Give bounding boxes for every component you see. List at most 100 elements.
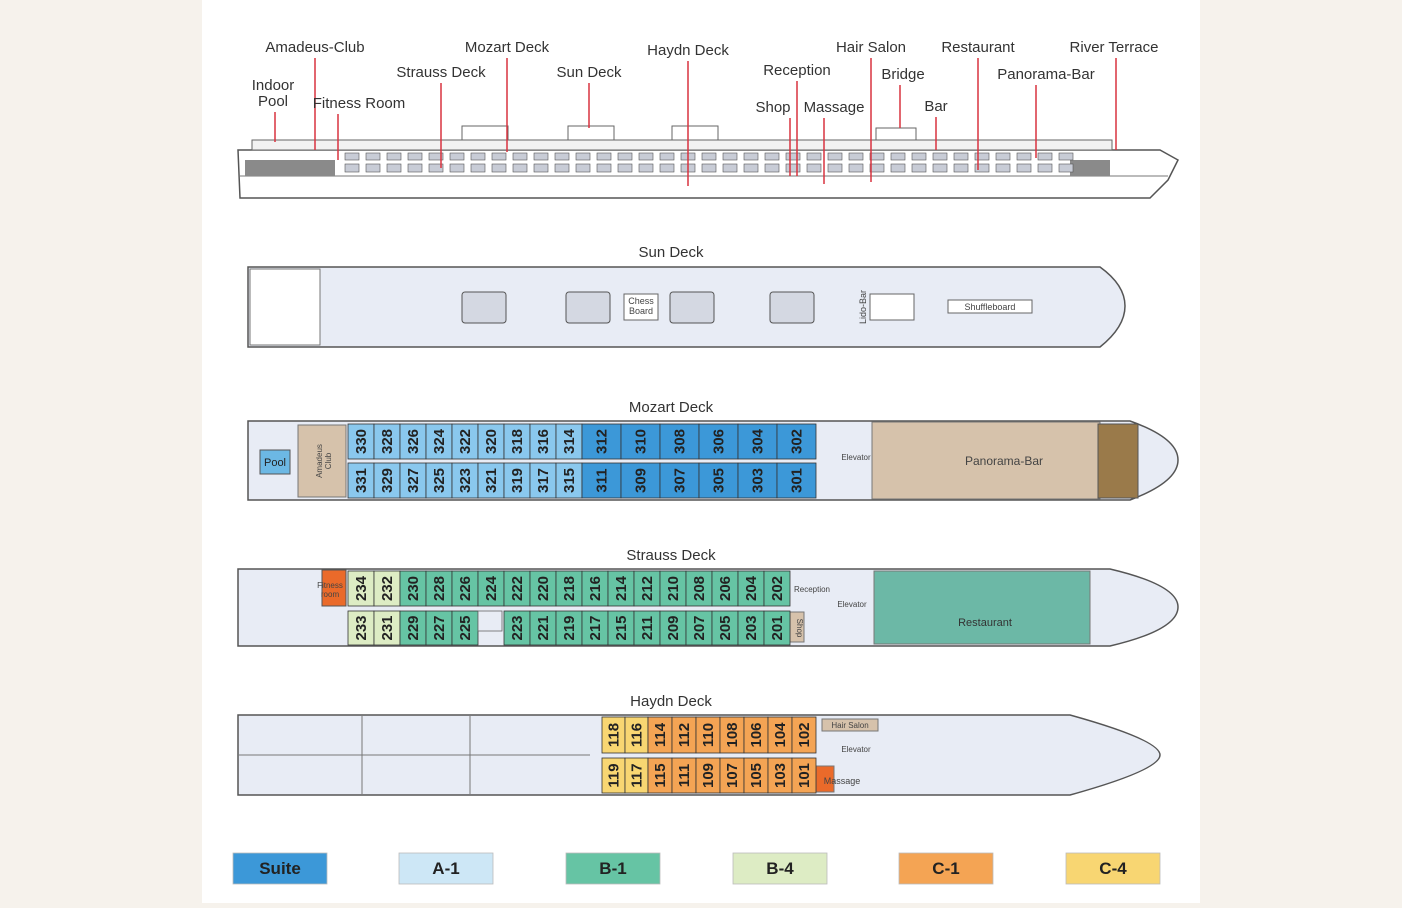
legend-label-c-1: C-1 bbox=[932, 859, 959, 878]
legend-label-b-4: B-4 bbox=[766, 859, 794, 878]
profile-stern-block bbox=[245, 160, 335, 176]
cabin-number-325: 325 bbox=[431, 468, 448, 493]
cabin-number-225: 225 bbox=[457, 615, 474, 640]
cabin-303 bbox=[737, 462, 778, 499]
profile-window bbox=[596, 163, 612, 173]
cabin-number-118: 118 bbox=[606, 723, 623, 747]
reception-label: Reception bbox=[794, 585, 830, 594]
cabin-305 bbox=[698, 462, 739, 499]
sun-deck-canopy bbox=[669, 291, 715, 324]
cabin-number-109: 109 bbox=[700, 763, 717, 788]
cabin-number-207: 207 bbox=[691, 615, 708, 640]
cabin-number-302: 302 bbox=[789, 429, 806, 454]
panorama-bar-label: Panorama-Bar bbox=[965, 454, 1043, 468]
callout-label-reception: Reception bbox=[763, 62, 831, 79]
cabin-number-211: 211 bbox=[639, 616, 656, 640]
profile-window bbox=[386, 152, 402, 161]
cabin-number-101: 101 bbox=[796, 763, 813, 788]
cabin-number-315: 315 bbox=[561, 468, 578, 493]
cabin-234 bbox=[347, 570, 375, 607]
cabin-number-104: 104 bbox=[772, 722, 789, 748]
cabin-number-301: 301 bbox=[789, 468, 806, 493]
cabin-323 bbox=[451, 462, 479, 499]
cabin-111 bbox=[671, 757, 697, 794]
cabin-number-323: 323 bbox=[457, 468, 474, 493]
profile-window bbox=[533, 152, 549, 161]
profile-window bbox=[995, 152, 1011, 161]
profile-window bbox=[470, 152, 486, 161]
cabin-number-219: 219 bbox=[561, 615, 578, 640]
cabin-307 bbox=[659, 462, 700, 499]
profile-window bbox=[953, 163, 969, 173]
sun-deck-canopy bbox=[461, 291, 507, 324]
cabin-number-314: 314 bbox=[561, 428, 578, 454]
profile-window bbox=[638, 152, 654, 161]
legend-label-a-1: A-1 bbox=[432, 859, 459, 878]
cabin-312 bbox=[581, 423, 622, 460]
profile-window bbox=[974, 152, 990, 161]
strauss-deck-title: Strauss Deck bbox=[626, 547, 716, 564]
callout-label-panorama-bar: Panorama-Bar bbox=[997, 66, 1095, 83]
cabin-318 bbox=[503, 423, 531, 460]
profile-window bbox=[1037, 152, 1053, 161]
profile-window bbox=[386, 163, 402, 173]
sun-deck-canopy bbox=[769, 291, 815, 324]
cabin-number-119: 119 bbox=[606, 763, 623, 787]
chess-board-area bbox=[623, 293, 659, 321]
cabin-106 bbox=[743, 716, 769, 754]
cabin-315 bbox=[555, 462, 583, 499]
cabin-number-224: 224 bbox=[483, 575, 500, 601]
haydn-deck-plan: Haydn Deck Hair Salon Elevator Massage 1… bbox=[237, 693, 1161, 796]
profile-window bbox=[491, 163, 507, 173]
cabin-number-220: 220 bbox=[535, 576, 552, 601]
cabin-number-108: 108 bbox=[724, 722, 741, 747]
cabin-229 bbox=[399, 610, 427, 646]
cabin-225 bbox=[451, 610, 479, 646]
cabin-number-321: 321 bbox=[483, 468, 500, 493]
cabin-232 bbox=[373, 570, 401, 607]
cabin-number-327: 327 bbox=[405, 468, 422, 493]
cabin-number-203: 203 bbox=[743, 615, 760, 640]
cabin-number-316: 316 bbox=[535, 429, 552, 454]
cabin-number-116: 116 bbox=[629, 723, 646, 747]
profile-window bbox=[806, 163, 822, 173]
cabin-310 bbox=[620, 423, 661, 460]
cabin-number-208: 208 bbox=[691, 576, 708, 601]
profile-window bbox=[743, 163, 759, 173]
callout-label-bar: Bar bbox=[924, 98, 947, 115]
profile-window bbox=[869, 152, 885, 161]
cabin-216 bbox=[581, 570, 609, 607]
fitness-room-area bbox=[321, 569, 347, 607]
profile-window bbox=[1058, 163, 1074, 173]
profile-window bbox=[365, 152, 381, 161]
hair-salon-label: Hair Salon bbox=[831, 721, 868, 730]
profile-window bbox=[365, 163, 381, 173]
profile-window bbox=[407, 163, 423, 173]
callout-label-haydn-deck: Haydn Deck bbox=[647, 42, 729, 59]
profile-window bbox=[932, 152, 948, 161]
cabin-105 bbox=[743, 757, 769, 794]
profile-window bbox=[491, 152, 507, 161]
profile-window bbox=[596, 152, 612, 161]
profile-window bbox=[575, 163, 591, 173]
cabin-109 bbox=[695, 757, 721, 794]
cabin-number-218: 218 bbox=[561, 576, 578, 601]
cabin-309 bbox=[620, 462, 661, 499]
cabin-215 bbox=[607, 610, 635, 646]
profile-bow-block bbox=[1070, 160, 1110, 176]
profile-window bbox=[575, 152, 591, 161]
cabin-324 bbox=[425, 423, 453, 460]
cabin-208 bbox=[685, 570, 713, 607]
cabin-115 bbox=[647, 757, 673, 794]
cabin-number-106: 106 bbox=[748, 722, 765, 747]
cabin-number-115: 115 bbox=[652, 763, 669, 787]
cabin-319 bbox=[503, 462, 531, 499]
cabin-number-317: 317 bbox=[535, 468, 552, 493]
cabin-number-329: 329 bbox=[379, 468, 396, 493]
profile-window bbox=[512, 152, 528, 161]
profile-window bbox=[554, 163, 570, 173]
cabin-206 bbox=[711, 570, 739, 607]
cabin-314 bbox=[555, 423, 583, 460]
